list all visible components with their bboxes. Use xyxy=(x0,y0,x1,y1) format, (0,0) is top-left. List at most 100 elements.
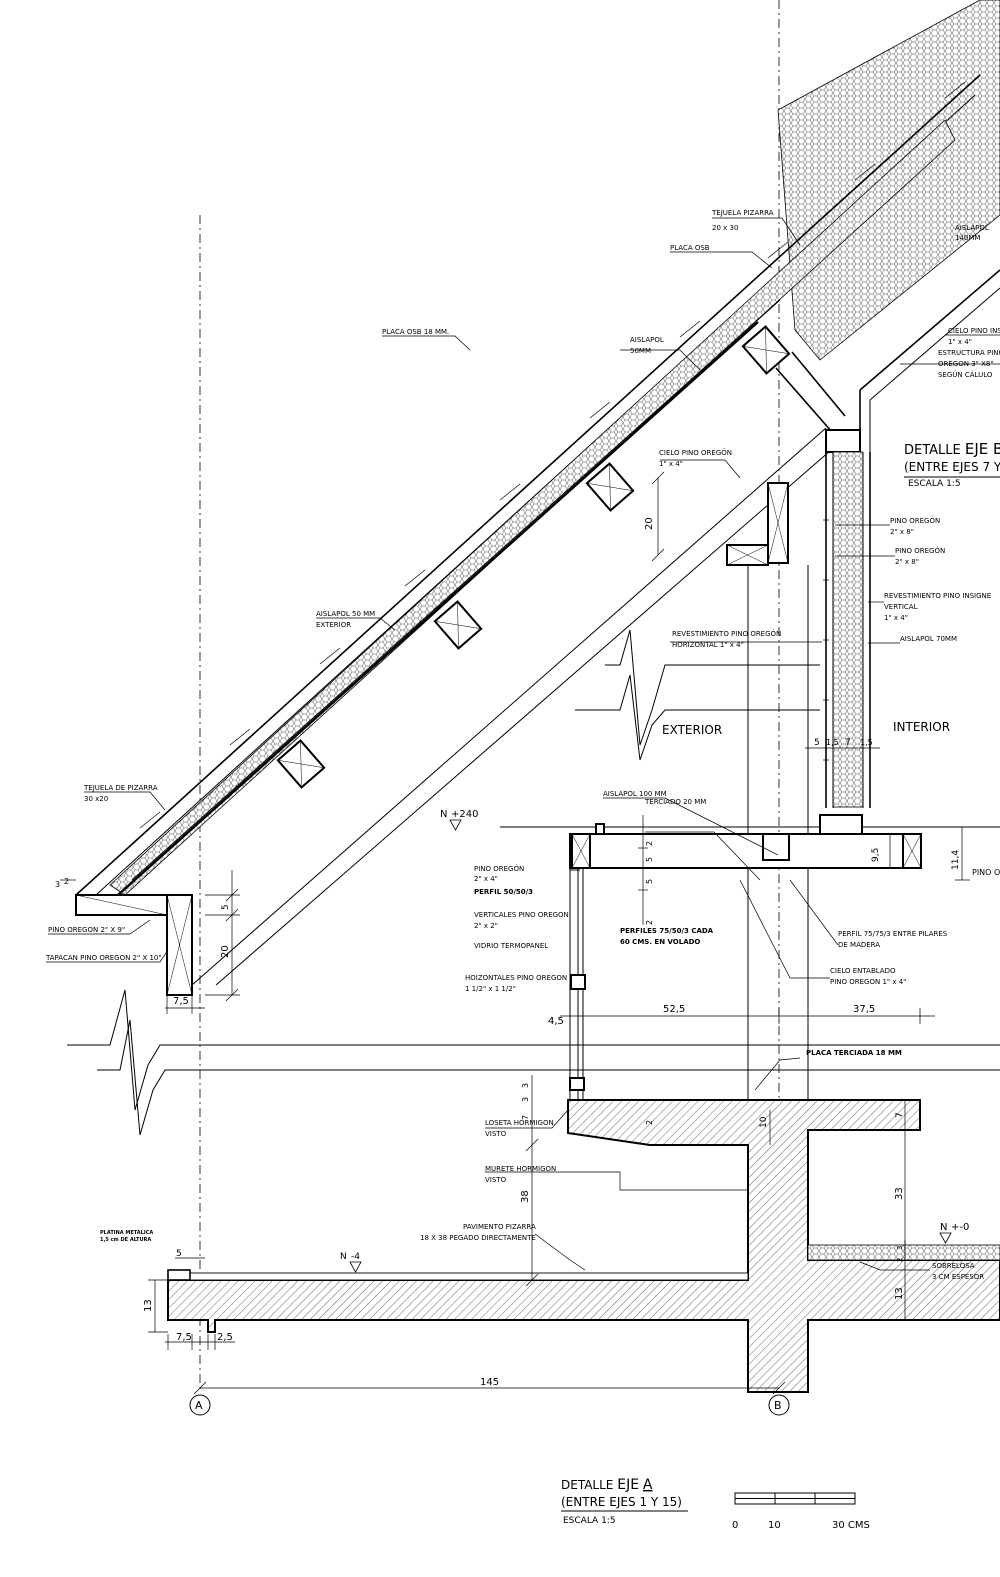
svg-text:140MM: 140MM xyxy=(955,234,980,242)
svg-text:5: 5 xyxy=(814,738,820,748)
svg-text:CIELO ENTABLADO: CIELO ENTABLADO xyxy=(830,967,896,975)
svg-text:1" x 4": 1" x 4" xyxy=(884,614,908,622)
break-lines xyxy=(67,629,1000,1136)
svg-text:VERTICAL: VERTICAL xyxy=(884,603,918,611)
svg-text:2: 2 xyxy=(64,877,69,886)
svg-text:33: 33 xyxy=(894,1187,905,1200)
svg-text:MURETE HORMIGON: MURETE HORMIGON xyxy=(485,1165,556,1173)
svg-text:PERFIL 50/50/3: PERFIL 50/50/3 xyxy=(474,888,533,896)
svg-text:AISLAPOL 70MM: AISLAPOL 70MM xyxy=(900,635,957,643)
svg-text:1" x 4": 1" x 4" xyxy=(659,460,683,468)
svg-text:AISLAPOL: AISLAPOL xyxy=(955,224,989,232)
svg-text:SEGÚN CÁLULO: SEGÚN CÁLULO xyxy=(938,370,993,379)
svg-text:PINO OREGÓN: PINO OREGÓN xyxy=(890,516,940,525)
svg-text:TAPACAN PINO OREGON 2" X 10": TAPACAN PINO OREGON 2" X 10" xyxy=(45,954,162,962)
svg-text:3: 3 xyxy=(55,880,60,889)
svg-text:2" x 4": 2" x 4" xyxy=(474,875,498,883)
svg-text:ESCALA 1:5: ESCALA 1:5 xyxy=(563,1516,616,1526)
svg-text:10: 10 xyxy=(768,1520,781,1531)
svg-text:VIDRIO TERMOPANEL: VIDRIO TERMOPANEL xyxy=(474,942,548,950)
rafter-blocks xyxy=(276,325,791,789)
svg-text:5: 5 xyxy=(221,904,231,910)
svg-text:20: 20 xyxy=(644,517,655,530)
svg-text:A: A xyxy=(195,1399,203,1412)
svg-text:CIELO PINO OREGÓN: CIELO PINO OREGÓN xyxy=(659,448,732,457)
svg-text:AISLAPOL: AISLAPOL xyxy=(630,336,664,344)
svg-text:7,5: 7,5 xyxy=(176,1332,192,1343)
svg-text:1 1/2" x 1 1/2": 1 1/2" x 1 1/2" xyxy=(465,985,516,993)
svg-text:TEJUELA DE PIZARRA: TEJUELA DE PIZARRA xyxy=(83,784,158,792)
svg-text:5: 5 xyxy=(645,857,654,862)
svg-text:52,5: 52,5 xyxy=(663,1004,685,1015)
svg-text:DETALLE EJE B: DETALLE EJE B xyxy=(904,440,1000,458)
svg-text:7: 7 xyxy=(845,738,851,748)
svg-text:TEJUELA PIZARRA: TEJUELA PIZARRA xyxy=(711,209,774,217)
svg-text:N: N xyxy=(440,809,447,820)
svg-text:DE MADERA: DE MADERA xyxy=(838,941,880,949)
svg-text:SOBRELOSA: SOBRELOSA xyxy=(932,1262,975,1270)
svg-text:4,5: 4,5 xyxy=(548,1016,564,1027)
svg-text:145: 145 xyxy=(480,1377,499,1388)
svg-text:50MM: 50MM xyxy=(630,347,651,355)
svg-text:VISTO: VISTO xyxy=(485,1130,507,1138)
floor-beam xyxy=(500,814,1000,1100)
roof-assembly xyxy=(75,0,1000,996)
svg-text:PLACA OSB 18 MM.: PLACA OSB 18 MM. xyxy=(382,328,449,336)
svg-text:AISLAPOL 50 MM: AISLAPOL 50 MM xyxy=(316,610,375,618)
svg-text:2" x 2": 2" x 2" xyxy=(474,922,498,930)
svg-text:3: 3 xyxy=(896,1246,904,1250)
svg-text:11,4: 11,4 xyxy=(951,850,961,870)
svg-text:OREGON 3" X8": OREGON 3" X8" xyxy=(938,360,994,368)
svg-text:13: 13 xyxy=(143,1299,154,1312)
svg-text:HOIZONTALES PINO OREGON: HOIZONTALES PINO OREGON xyxy=(465,974,567,982)
svg-text:PINO OREGON 1" x 4": PINO OREGON 1" x 4" xyxy=(830,978,906,986)
dimension-values: 20 5 20 7,5 3 2 5 1,5 7 1,5 2 5 5 2 9,5 … xyxy=(55,517,961,1388)
svg-text:3: 3 xyxy=(521,1097,530,1102)
svg-text:PINO OREGÓN: PINO OREGÓN xyxy=(474,864,524,873)
svg-text:PINO OREGON 2" X 9": PINO OREGON 2" X 9" xyxy=(48,926,125,934)
svg-text:3 CM ESPESOR: 3 CM ESPESOR xyxy=(932,1273,984,1281)
svg-text:5: 5 xyxy=(176,1249,182,1259)
svg-text:13: 13 xyxy=(894,1287,905,1300)
svg-text:30 CMS: 30 CMS xyxy=(832,1520,870,1531)
svg-text:2: 2 xyxy=(645,920,654,925)
svg-text:DETALLE EJE A: DETALLE EJE A xyxy=(561,1477,653,1493)
svg-text:20 x 30: 20 x 30 xyxy=(712,224,738,232)
svg-text:18 X 38 PEGADO DIRECTAMENTE: 18 X 38 PEGADO DIRECTAMENTE xyxy=(420,1234,536,1242)
svg-text:2" x 8": 2" x 8" xyxy=(895,558,919,566)
svg-text:(ENTRE EJES 7 Y 8): (ENTRE EJES 7 Y 8) xyxy=(904,460,1000,474)
svg-text:PERFILES 75/50/3 CADA: PERFILES 75/50/3 CADA xyxy=(620,927,714,935)
svg-text:+-0: +-0 xyxy=(951,1222,969,1233)
svg-text:1" x 4": 1" x 4" xyxy=(948,338,972,346)
svg-text:B: B xyxy=(774,1399,782,1412)
svg-text:PINO OREGÓN: PINO OREGÓN xyxy=(895,546,945,555)
svg-text:3: 3 xyxy=(521,1083,530,1088)
svg-text:30 x20: 30 x20 xyxy=(84,795,108,803)
svg-text:1,5: 1,5 xyxy=(860,738,873,747)
svg-text:ESCALA 1:5: ESCALA 1:5 xyxy=(908,479,961,489)
svg-text:7: 7 xyxy=(895,1112,905,1118)
svg-text:2: 2 xyxy=(645,841,654,846)
svg-text:PLACA TERCIADA 18 MM: PLACA TERCIADA 18 MM xyxy=(806,1049,902,1057)
scale-bar: 0 10 30 CMS xyxy=(732,1492,870,1531)
svg-text:10: 10 xyxy=(759,1116,769,1128)
svg-text:VERTICALES PINO OREGON: VERTICALES PINO OREGON xyxy=(474,911,569,919)
svg-text:CIELO PINO INSIGNE: CIELO PINO INSIGNE xyxy=(948,327,1000,335)
title-detail-eje-b: DETALLE EJE B (ENTRE EJES 7 Y 8) ESCALA … xyxy=(904,440,1000,489)
svg-text:N: N xyxy=(940,1222,947,1233)
svg-text:38: 38 xyxy=(520,1190,531,1203)
svg-text:5: 5 xyxy=(645,879,654,884)
svg-text:INTERIOR: INTERIOR xyxy=(893,720,950,734)
level-markers xyxy=(349,819,952,1273)
svg-text:60 CMS. EN VOLADO: 60 CMS. EN VOLADO xyxy=(620,938,700,946)
svg-text:EXTERIOR: EXTERIOR xyxy=(316,621,351,629)
svg-text:9,5: 9,5 xyxy=(871,848,881,862)
svg-text:2,5: 2,5 xyxy=(217,1332,233,1343)
svg-text:N: N xyxy=(340,1252,347,1262)
annotation-labels: TEJUELA PIZARRA 20 x 30 AISLAPOL 140MM P… xyxy=(45,209,1000,1281)
svg-text:PLACA OSB: PLACA OSB xyxy=(670,244,710,252)
svg-text:PERFIL 75/75/3 ENTRE PILARES: PERFIL 75/75/3 ENTRE PILARES xyxy=(838,930,948,938)
svg-text:REVESTIMIENTO PINO OREGÓN: REVESTIMIENTO PINO OREGÓN xyxy=(672,629,781,638)
svg-text:1,5 cm DE ALTURA: 1,5 cm DE ALTURA xyxy=(100,1237,151,1243)
